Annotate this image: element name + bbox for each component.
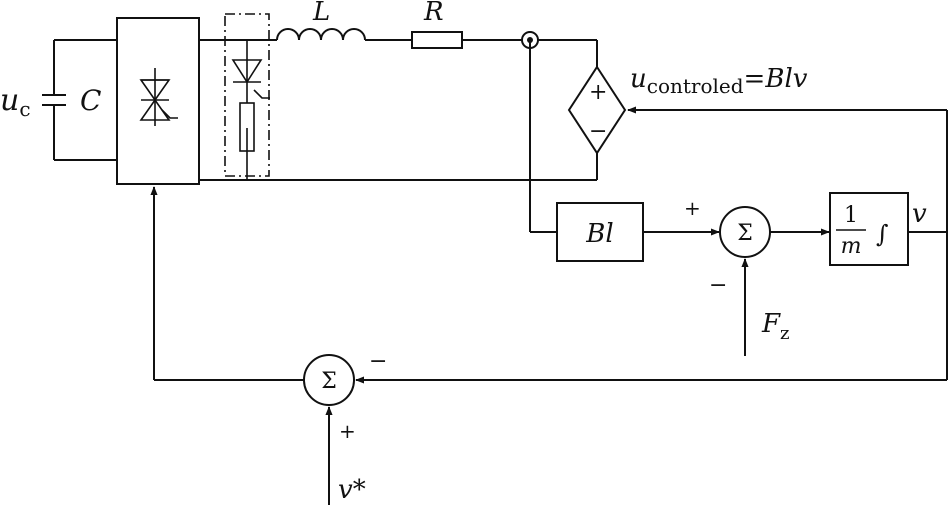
controlled-voltage-source	[567, 40, 627, 180]
integrator-sign: ∫	[876, 220, 889, 248]
sum1-plus: +	[684, 196, 701, 220]
inductor	[276, 28, 366, 41]
capacitor	[42, 39, 117, 161]
sum2-symbol: Σ	[321, 369, 337, 394]
source-plus: +	[589, 80, 607, 105]
protection-branch	[224, 13, 270, 180]
sum1-symbol: Σ	[737, 221, 753, 246]
resistor-label: R	[423, 0, 444, 27]
sum1-minus: −	[709, 273, 727, 298]
uc-label: uc	[0, 83, 31, 121]
inductor-label: L	[312, 0, 330, 27]
integrator-denominator: m	[841, 234, 862, 259]
velocity-output-label: v	[912, 199, 927, 229]
integrator-block	[829, 192, 909, 266]
capacitor-label: C	[80, 84, 101, 117]
sum2-plus: +	[339, 419, 356, 443]
bl-block-label: Bl	[585, 219, 613, 249]
resistor	[411, 31, 463, 49]
integrator-numerator: 1	[844, 203, 858, 228]
converter-block	[116, 17, 200, 185]
fz-label: Fz	[761, 309, 790, 344]
reference-velocity-label: v*	[338, 475, 366, 505]
controlled-voltage-label: ucontroled=Blv	[630, 64, 808, 98]
source-minus: −	[589, 119, 607, 144]
sum2-minus: −	[369, 349, 387, 374]
